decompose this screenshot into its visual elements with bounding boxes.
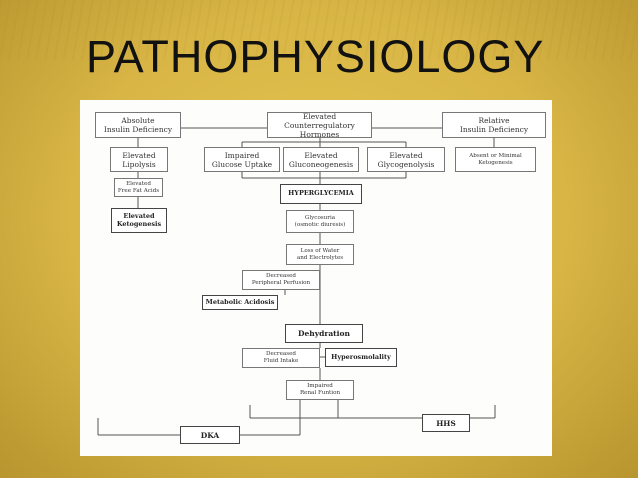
node-label: DKA	[200, 430, 220, 440]
node-dka: DKA	[180, 426, 240, 444]
node-hyperosmolality: Hyperosmolality	[325, 348, 397, 367]
connector-lines	[97, 127, 496, 436]
node-elevated-free-fatty-acids: Elevated Free Fat Acids	[114, 178, 163, 197]
node-absolute-insulin-deficiency: Absolute Insulin Deficiency	[95, 112, 181, 138]
node-decreased-fluid-intake: Decreased Fluid Intake	[242, 348, 320, 368]
node-elevated-glycogenolysis: Elevated Glycogenolysis	[367, 147, 445, 172]
node-metabolic-acidosis: Metabolic Acidosis	[202, 295, 278, 310]
node-hyperglycemia: HYPERGLYCEMIA	[280, 184, 362, 204]
node-label: Loss of Water and Electrolytes	[296, 247, 344, 261]
node-label: Elevated Free Fat Acids	[117, 180, 160, 194]
node-elevated-gluconeogenesis: Elevated Gluconeogenesis	[283, 147, 359, 172]
node-glycosuria: Glycosuria (osmotic diuresis)	[286, 210, 354, 233]
node-label: Decreased Fluid Intake	[263, 351, 299, 364]
node-label: Absolute Insulin Deficiency	[103, 116, 173, 134]
node-label: Dehydration	[298, 329, 350, 338]
node-label: Elevated Ketogenesis	[116, 211, 162, 228]
node-label: Elevated Counterregulatory Hormones	[284, 111, 355, 139]
node-label: Decreased Peripheral Perfusion	[251, 273, 311, 286]
node-label: Impaired Glucose Uptake	[211, 150, 273, 169]
node-elevated-ketogenesis: Elevated Ketogenesis	[111, 208, 167, 233]
flowchart-panel: Absolute Insulin Deficiency Elevated Cou…	[80, 100, 552, 456]
node-absent-minimal-ketogenesis: Absent or Minimal Ketogenesis	[455, 147, 536, 172]
node-label: Metabolic Acidosis	[205, 297, 275, 306]
node-label: Impaired Renal Funtion	[299, 383, 341, 396]
background-texture	[0, 0, 638, 60]
node-impaired-glucose-uptake: Impaired Glucose Uptake	[204, 147, 280, 172]
node-impaired-renal-function: Impaired Renal Funtion	[286, 380, 354, 400]
node-label: Hyperosmolality	[331, 352, 391, 361]
node-label: Elevated Lipolysis	[122, 150, 156, 169]
node-relative-insulin-deficiency: Relative Insulin Deficiency	[442, 112, 546, 138]
node-label: Elevated Glycogenolysis	[377, 150, 435, 169]
node-label: Glycosuria (osmotic diuresis)	[294, 214, 346, 228]
node-dehydration: Dehydration	[285, 324, 363, 343]
node-loss-water-electrolytes: Loss of Water and Electrolytes	[286, 244, 354, 265]
node-label: Elevated Gluconeogenesis	[288, 150, 354, 169]
node-label: Relative Insulin Deficiency	[459, 116, 529, 134]
node-decreased-peripheral-perfusion: Decreased Peripheral Perfusion	[242, 270, 320, 290]
node-elevated-lipolysis: Elevated Lipolysis	[110, 147, 168, 172]
node-label: HHS	[436, 418, 456, 428]
node-elevated-counterregulatory-hormones: Elevated Counterregulatory Hormones	[267, 111, 372, 139]
node-label: Absent or Minimal Ketogenesis	[469, 152, 522, 166]
node-label: HYPERGLYCEMIA	[288, 189, 354, 198]
slide-title: PATHOPHYSIOLOGY	[86, 31, 545, 82]
node-hhs: HHS	[422, 414, 470, 432]
